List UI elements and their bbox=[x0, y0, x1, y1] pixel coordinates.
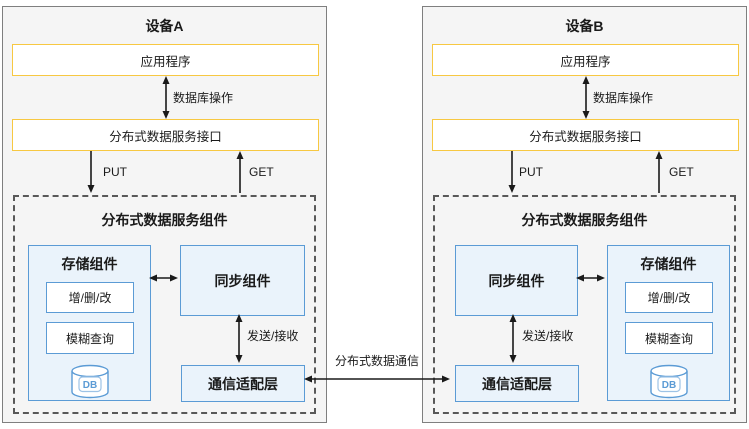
put-label: PUT bbox=[519, 165, 543, 179]
service-component-title: 分布式数据服务组件 bbox=[521, 212, 648, 228]
crud-label: 增/删/改 bbox=[647, 291, 691, 305]
service-component-box: 分布式数据服务组件 存储组件 增/删/改 模糊查询 DB 同步组件 bbox=[13, 195, 316, 414]
data-service-interface-label: 分布式数据服务接口 bbox=[109, 129, 222, 144]
get-label: GET bbox=[249, 165, 274, 179]
comm-adapter-label: 通信适配层 bbox=[208, 375, 278, 392]
put-arrow bbox=[508, 151, 516, 193]
comm-adapter-box: 通信适配层 bbox=[455, 365, 579, 402]
sync-component-box: 同步组件 bbox=[455, 245, 578, 316]
db-operation-label: 数据库操作 bbox=[593, 91, 654, 105]
storage-component-title: 存储组件 bbox=[640, 256, 697, 272]
data-service-interface-box: 分布式数据服务接口 bbox=[432, 119, 739, 151]
application-box: 应用程序 bbox=[432, 44, 739, 76]
send-receive-label: 发送/接收 bbox=[247, 329, 299, 343]
db-cylinder-icon: DB bbox=[71, 364, 109, 399]
sync-component-label: 同步组件 bbox=[214, 272, 271, 289]
application-box: 应用程序 bbox=[12, 44, 319, 76]
service-component-title: 分布式数据服务组件 bbox=[101, 212, 228, 228]
application-label: 应用程序 bbox=[560, 54, 611, 69]
put-label: PUT bbox=[103, 165, 127, 179]
comm-adapter-box: 通信适配层 bbox=[181, 365, 305, 402]
storage-component-box: 存储组件 增/删/改 模糊查询 DB bbox=[607, 245, 730, 401]
data-service-interface-box: 分布式数据服务接口 bbox=[12, 119, 319, 151]
db-label: DB bbox=[662, 380, 676, 391]
db-operation-label: 数据库操作 bbox=[173, 91, 234, 105]
fuzzy-query-box: 模糊查询 bbox=[625, 322, 713, 354]
device-title: 设备A bbox=[145, 18, 184, 34]
device-b-panel: 设备B 应用程序 分布式数据服务接口 数据库操作 PUT GET 分布式数据服务… bbox=[422, 6, 747, 423]
crud-box: 增/删/改 bbox=[625, 282, 713, 313]
storage-component-box: 存储组件 增/删/改 模糊查询 DB bbox=[28, 245, 151, 401]
sync-component-box: 同步组件 bbox=[180, 245, 305, 316]
device-a-panel: 设备A 应用程序 分布式数据服务接口 数据库操作 PUT GET 分布式数据服务… bbox=[2, 6, 327, 423]
sync-component-label: 同步组件 bbox=[488, 272, 545, 289]
db-label: DB bbox=[83, 380, 97, 391]
service-component-box: 分布式数据服务组件 同步组件 存储组件 增/删/改 模糊查询 DB bbox=[433, 195, 736, 414]
put-arrow bbox=[87, 151, 95, 193]
application-label: 应用程序 bbox=[140, 54, 191, 69]
db-operation-arrow bbox=[162, 76, 170, 119]
db-cylinder-icon: DB bbox=[650, 364, 688, 399]
get-arrow bbox=[655, 151, 663, 193]
send-receive-label: 发送/接收 bbox=[522, 329, 574, 343]
device-title: 设备B bbox=[565, 18, 604, 34]
fuzzy-query-box: 模糊查询 bbox=[46, 322, 134, 354]
get-label: GET bbox=[669, 165, 694, 179]
crud-label: 增/删/改 bbox=[68, 291, 112, 305]
fuzzy-query-label: 模糊查询 bbox=[644, 331, 693, 346]
get-arrow bbox=[236, 151, 244, 193]
db-operation-arrow bbox=[582, 76, 590, 119]
data-service-interface-label: 分布式数据服务接口 bbox=[529, 129, 642, 144]
distributed-link-label: 分布式数据通信 bbox=[334, 354, 419, 368]
storage-component-title: 存储组件 bbox=[61, 256, 118, 272]
fuzzy-query-label: 模糊查询 bbox=[65, 331, 114, 346]
comm-adapter-label: 通信适配层 bbox=[482, 375, 552, 392]
crud-box: 增/删/改 bbox=[46, 282, 134, 313]
